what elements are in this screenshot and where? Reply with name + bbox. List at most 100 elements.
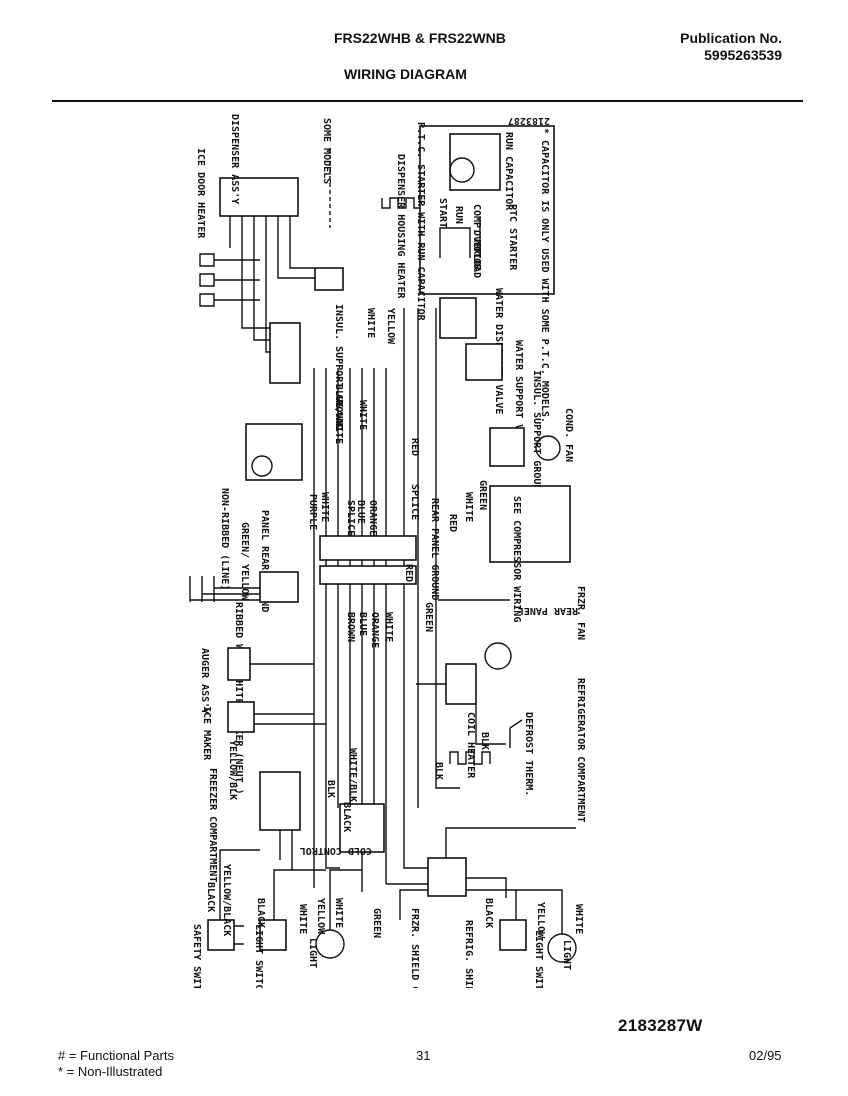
wire-orange-mid: ORANGE [367,500,378,536]
coil-heater-symbol [449,751,491,765]
ptc-internal-wires [439,218,481,258]
start-label: START [437,198,448,228]
refrig-light-label: LIGHT [561,940,572,970]
water-support-valve [465,343,503,381]
wire-blue-white: BLUE/WHITE [333,384,344,444]
wire-red-low: RED [403,564,414,582]
wire-blk-coil: BLK [479,732,490,750]
frzr-light-label: LIGHT [307,938,318,968]
legend-functional-parts: # = Functional Parts [58,1048,174,1063]
dispenser-harness-block [269,322,301,384]
dispenser-assy-box [219,177,299,217]
wire-yellow-rl: YELLOW [535,902,546,939]
wire-white-top: WHITE [365,308,376,338]
relay-coil-symbol [251,455,273,477]
auger-ice-wires [250,663,326,725]
auger-assy-label: AUGER ASS'Y [199,648,210,714]
wire-green-comp: GREEN [477,480,488,510]
wire-purple: PURPLE [307,494,318,530]
ribbed-label: RIBBED WITH WHITE MARKER (NEUT.) [233,602,244,795]
frzr-fan-symbol [484,642,512,670]
power-cord-plug [189,576,274,602]
ice-maker-box [227,701,255,733]
coil-heater-label: COIL HEATER [465,712,476,779]
freezer-connector [259,771,301,831]
compressor-wiring-box [489,485,571,563]
wiring-diagram-title: WIRING DIAGRAM [344,66,467,82]
refrig-connector-wires [386,808,576,898]
capacitor-note: * CAPACITOR IS ONLY USED WITH SOME P.T.C… [539,128,550,423]
wire-black-rl: BLACK [483,898,494,928]
refrig-connector [427,857,467,897]
auger-assy-box [227,647,251,681]
refrigerator-compartment-label: REFRIGERATOR COMPARTMENT [575,678,586,823]
wire-white-fl: WHITE [333,898,344,928]
wire-orange-low: ORANGE [369,612,380,648]
dispenser-harness-wires [241,248,315,353]
wiring-diagram: 2183287 DISPENSER ASS'Y SOME MODELS ICE … [189,114,586,988]
cold-control-box [339,803,385,853]
see-compressor-wiring-label: SEE COMPRESSOR WIRING [511,496,522,622]
refrig-light-switch [499,919,527,951]
panel-rear-ground-label: PANEL REAR GROUND [259,510,270,612]
wire-splice-mid: SPLICE [345,500,356,536]
comp-motor-label: COMP. MOTOR [471,204,482,271]
wire-black-ss: BLACK [205,882,216,912]
bottom-wires [219,849,563,934]
cond-fan-label: COND. FAN [563,408,574,462]
wire-red-mid: RED [409,438,420,456]
wire-black-ls: BLACK [255,898,266,928]
water-dispenser-valve [439,297,477,339]
wire-black-cc: BLACK [341,802,352,832]
safety-switch-label: SAFETY SWITCH [191,924,202,988]
wire-white-low: WHITE [383,612,394,642]
refrig-shield-ground-label: REFRIG. SHIELD GROUND [463,920,474,988]
comp-motor-symbol [449,157,475,183]
wire-blk-coil2: BLK [433,762,444,780]
wire-white-comp: WHITE [463,492,474,522]
legend-non-illustrated: * = Non-Illustrated [58,1064,163,1079]
wire-brown: BROWN [345,612,356,642]
wire-yellow-black-ss: YELLOW/BLACK [221,864,232,936]
non-ribbed-label: NON-RIBBED (LINE) [219,488,230,590]
wire-white-blk: WHITE/BLK [347,748,358,802]
freezer-compartment-label: FREEZER COMPARTMENT [207,768,218,882]
frzr-light-bulb [315,929,345,959]
harness-connector-upper [319,535,417,561]
run-label: RUN [453,206,464,224]
frzr-fan-connector [445,663,477,705]
wire-yellow-fl: YELLOW [315,898,326,935]
dispenser-housing-heater [381,197,423,209]
wire-yellow-top: YELLOW [385,308,396,345]
frzr-fan-label: FRZR. FAN [575,586,586,640]
harness-connector-lower [319,565,417,585]
page-number: 31 [416,1048,431,1063]
ice-maker-label: ICE MAKER [201,706,212,761]
wire-blk-cc: BLK [325,780,336,798]
ptc-starter-label: PTC STARTER [507,204,518,271]
run-capacitor [449,133,501,191]
cond-fan-connector [489,427,525,467]
model-title: FRS22WHB & FRS22WNB [334,30,506,46]
relay-block [245,423,303,481]
defrost-therm-label: DEFROST THERM. [523,712,534,796]
safety-switch [207,919,244,951]
wire-white-mid: WHITE [319,492,330,522]
header-rule [52,100,803,102]
dispenser-connector-block [314,267,344,291]
wire-white-rl: WHITE [573,904,584,934]
publication-number: 5995263539 [704,47,782,63]
wire-blue-mid: BLUE [355,500,366,524]
wire-splice-mid2: SPLICE [409,484,420,520]
ice-door-heater-plugs [199,253,260,307]
insul-support-ground-top: INSUL. SUPPORT GROUND [333,304,344,430]
cold-control-label: COLD CONTROL [300,845,372,856]
dispenser-housing-heater-label: DISPENSER HOUSING HEATER [395,154,406,299]
some-models-label: SOME MODELS [321,118,332,184]
rear-panel-label: REAR PANEL [518,605,578,616]
ptc-starter-title: P.T.C. STARTER WITH RUN CAPACITOR [415,122,426,322]
wire-green-fl: GREEN [371,908,382,938]
frzr-light-switch [259,919,287,951]
frzr-shield-ground-label: FRZR. SHIELD GROUND [409,908,420,988]
wire-blue-low: BLUE [357,612,368,636]
